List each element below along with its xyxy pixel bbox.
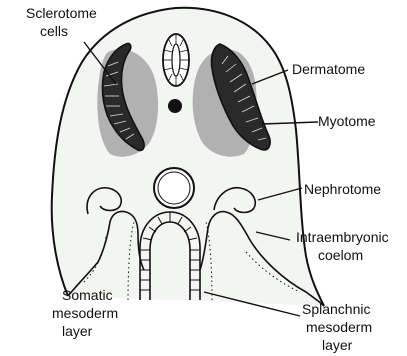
label-somatic-line2: mesoderm xyxy=(52,305,118,321)
label-splanchnic-line2: mesoderm xyxy=(306,319,372,335)
label-sclerotome-line1: Sclerotome xyxy=(26,5,97,21)
label-nephrotome: Nephrotome xyxy=(304,181,381,197)
label-coelom-line1: Intraembryonic xyxy=(296,229,389,245)
label-splanchnic-line3: layer xyxy=(322,337,353,353)
label-dermatome: Dermatome xyxy=(292,61,365,77)
neural-canal xyxy=(172,44,180,76)
label-sclerotome-line2: cells xyxy=(40,23,68,39)
label-somatic-line3: layer xyxy=(62,323,93,339)
label-somatic-line1: Somatic xyxy=(62,287,113,303)
dorsal-aorta xyxy=(154,168,194,208)
label-coelom-line2: coelom xyxy=(318,247,363,263)
label-splanchnic-line1: Splanchnic xyxy=(302,301,371,317)
label-myotome: Myotome xyxy=(318,113,376,129)
notochord xyxy=(168,99,182,113)
